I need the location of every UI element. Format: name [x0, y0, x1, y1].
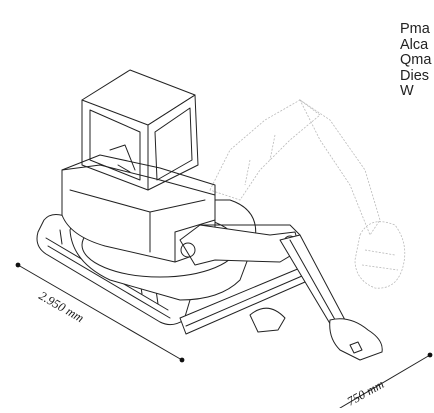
height-dimension-end-dot: [427, 352, 433, 358]
operator-cab: [81, 69, 199, 191]
spec-line-engine: Dies: [400, 67, 430, 84]
height-dimension-line: [339, 354, 431, 409]
spec-line-reach: Alca: [400, 36, 429, 53]
height-dimension-label: 750 mm: [345, 377, 387, 408]
bucket: [249, 307, 383, 361]
spec-line-flow: Qma: [400, 52, 432, 69]
boom-arm: [179, 224, 301, 266]
spec-line-power: Pma: [400, 22, 430, 37]
ghost-arm-raised: [209, 98, 406, 289]
spec-line-weight: W: [400, 83, 414, 100]
length-dimension-label: 2.950 mm: [37, 288, 87, 325]
height-dimension: 750 mm: [339, 352, 433, 409]
spec-list: Pma Alca Qma Dies W: [400, 22, 434, 100]
machine-body: [61, 154, 216, 263]
length-dimension-start-dot: [15, 262, 21, 268]
length-dimension-end-dot: [179, 357, 185, 363]
length-dimension-line: [17, 264, 183, 361]
